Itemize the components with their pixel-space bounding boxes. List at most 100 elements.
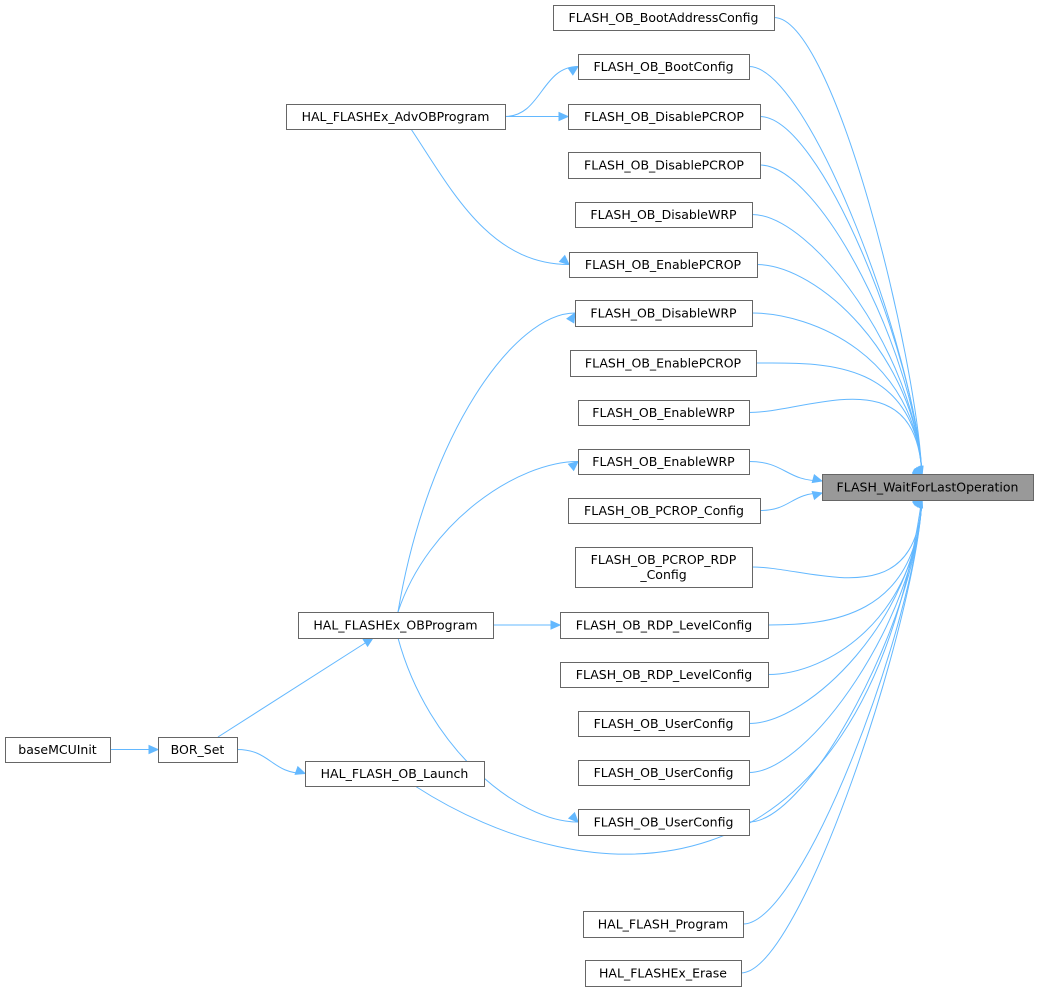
node-pcropcfg[interactable]: FLASH_OB_PCROP_Config xyxy=(568,498,761,524)
edge-borset-launch xyxy=(236,749,306,774)
node-rdp1[interactable]: FLASH_OB_RDP_LevelConfig xyxy=(560,612,769,639)
arrowhead xyxy=(567,65,580,76)
node-box xyxy=(568,498,761,524)
node-label: _Config xyxy=(639,567,686,582)
nodes-layer: FLASH_WaitForLastOperation FLASH_OB_BootA… xyxy=(5,5,1034,987)
arrowhead xyxy=(362,637,375,648)
node-bootaddr[interactable]: FLASH_OB_BootAddressConfig xyxy=(553,5,775,31)
node-dispcrop2[interactable]: FLASH_OB_DisablePCROP xyxy=(568,152,761,179)
edge-enpcrop2-wfl xyxy=(755,362,923,477)
node-box xyxy=(5,737,111,763)
edge-rdp2-wfl xyxy=(767,497,923,675)
edge-diswrp2-wfl xyxy=(751,312,923,477)
edge-pcroprdp-wfl xyxy=(751,497,923,579)
node-label: FLASH_OB_PCROP_RDP xyxy=(591,552,737,567)
edge-obprog-enwrp2 xyxy=(397,461,579,613)
node-box xyxy=(578,400,750,426)
node-enwrp1[interactable]: FLASH_OB_EnableWRP xyxy=(578,400,750,426)
edge-user3-wfl xyxy=(748,497,923,823)
node-user2[interactable]: FLASH_OB_UserConfig xyxy=(578,760,750,786)
node-box xyxy=(575,300,753,327)
edge-launch-wfl xyxy=(414,497,923,855)
node-wfl[interactable]: FLASH_WaitForLastOperation xyxy=(822,474,1034,501)
edge-dispcrop1-wfl xyxy=(759,116,923,477)
node-box xyxy=(560,612,769,639)
node-rdp2[interactable]: FLASH_OB_RDP_LevelConfig xyxy=(560,662,769,688)
node-label: FLASH_OB_PCROP_Config xyxy=(584,503,744,518)
node-label: FLASH_OB_EnablePCROP xyxy=(585,257,742,272)
edge-bootaddr-wfl xyxy=(773,17,923,477)
node-pcroprdp[interactable]: FLASH_OB_PCROP_RDP_Config xyxy=(575,547,753,588)
node-box xyxy=(568,152,761,179)
node-label: FLASH_OB_UserConfig xyxy=(594,716,734,731)
edge-user2-wfl xyxy=(748,497,923,773)
edge-advob-enpcrop1 xyxy=(410,128,570,265)
node-box xyxy=(822,474,1034,501)
arrowhead xyxy=(558,254,570,266)
arrowhead xyxy=(567,460,579,472)
node-user3[interactable]: FLASH_OB_UserConfig xyxy=(578,809,750,836)
node-box xyxy=(578,449,750,475)
node-label: HAL_FLASH_Program xyxy=(598,917,728,932)
node-label: FLASH_OB_DisablePCROP xyxy=(584,158,744,173)
edge-prog-wfl xyxy=(742,497,923,925)
arrowhead xyxy=(550,620,562,630)
edge-enwrp2-wfl xyxy=(748,461,823,482)
node-label: FLASH_OB_EnablePCROP xyxy=(585,356,742,371)
node-launch[interactable]: HAL_FLASH_OB_Launch xyxy=(305,761,485,787)
node-enpcrop1[interactable]: FLASH_OB_EnablePCROP xyxy=(569,252,758,278)
arrowhead xyxy=(811,473,824,484)
arrowhead xyxy=(148,744,160,755)
edge-enpcrop1-wfl xyxy=(756,264,923,477)
arrowhead xyxy=(811,490,824,501)
node-box xyxy=(575,202,753,228)
node-label: FLASH_OB_EnableWRP xyxy=(592,405,735,420)
node-label: FLASH_OB_RDP_LevelConfig xyxy=(576,618,752,633)
node-enwrp2[interactable]: FLASH_OB_EnableWRP xyxy=(578,449,750,475)
node-diswrp2[interactable]: FLASH_OB_DisableWRP xyxy=(575,300,753,327)
node-box xyxy=(298,612,494,639)
edges-layer xyxy=(110,17,924,974)
node-label: FLASH_OB_UserConfig xyxy=(594,815,734,830)
arrowhead xyxy=(567,811,579,823)
arrowhead xyxy=(294,765,307,775)
node-obprog[interactable]: HAL_FLASHEx_OBProgram xyxy=(298,612,494,639)
node-box xyxy=(560,662,769,688)
node-label: FLASH_OB_DisablePCROP xyxy=(584,109,744,124)
node-label: HAL_FLASHEx_OBProgram xyxy=(313,618,477,633)
node-label: HAL_FLASH_OB_Launch xyxy=(321,766,469,781)
node-diswrp1[interactable]: FLASH_OB_DisableWRP xyxy=(575,202,753,228)
edge-obprog-diswrp2 xyxy=(397,312,576,613)
node-label: FLASH_OB_BootConfig xyxy=(593,59,733,74)
edge-user1-wfl xyxy=(748,497,923,724)
node-dispcrop1[interactable]: FLASH_OB_DisablePCROP xyxy=(568,104,761,130)
node-borset[interactable]: BOR_Set xyxy=(158,737,238,763)
arrowhead xyxy=(558,111,570,122)
node-prog[interactable]: HAL_FLASH_Program xyxy=(583,911,744,938)
node-box xyxy=(553,5,775,31)
node-label: FLASH_OB_DisableWRP xyxy=(590,306,737,321)
edge-erase-wfl xyxy=(740,497,923,974)
edge-advob-bootcfg xyxy=(504,66,579,117)
node-label: FLASH_OB_RDP_LevelConfig xyxy=(576,667,752,682)
node-basemcu[interactable]: baseMCUInit xyxy=(5,737,111,763)
node-user1[interactable]: FLASH_OB_UserConfig xyxy=(578,711,750,737)
node-label: FLASH_WaitForLastOperation xyxy=(837,480,1019,495)
node-box xyxy=(583,911,744,938)
node-bootcfg[interactable]: FLASH_OB_BootConfig xyxy=(578,54,750,80)
node-box xyxy=(286,104,506,130)
edge-dispcrop2-wfl xyxy=(759,164,923,477)
edge-pcropcfg-wfl xyxy=(759,492,823,511)
node-box xyxy=(578,54,750,80)
node-erase[interactable]: HAL_FLASHEx_Erase xyxy=(585,960,742,987)
node-box xyxy=(578,809,750,836)
node-box xyxy=(578,760,750,786)
node-box xyxy=(158,737,238,763)
node-label: FLASH_OB_UserConfig xyxy=(594,765,734,780)
node-advob[interactable]: HAL_FLASHEx_AdvOBProgram xyxy=(286,104,506,130)
node-label: baseMCUInit xyxy=(18,742,97,757)
node-enpcrop2[interactable]: FLASH_OB_EnablePCROP xyxy=(570,350,757,377)
node-label: BOR_Set xyxy=(171,742,225,757)
edge-borset-obprog xyxy=(217,637,374,738)
